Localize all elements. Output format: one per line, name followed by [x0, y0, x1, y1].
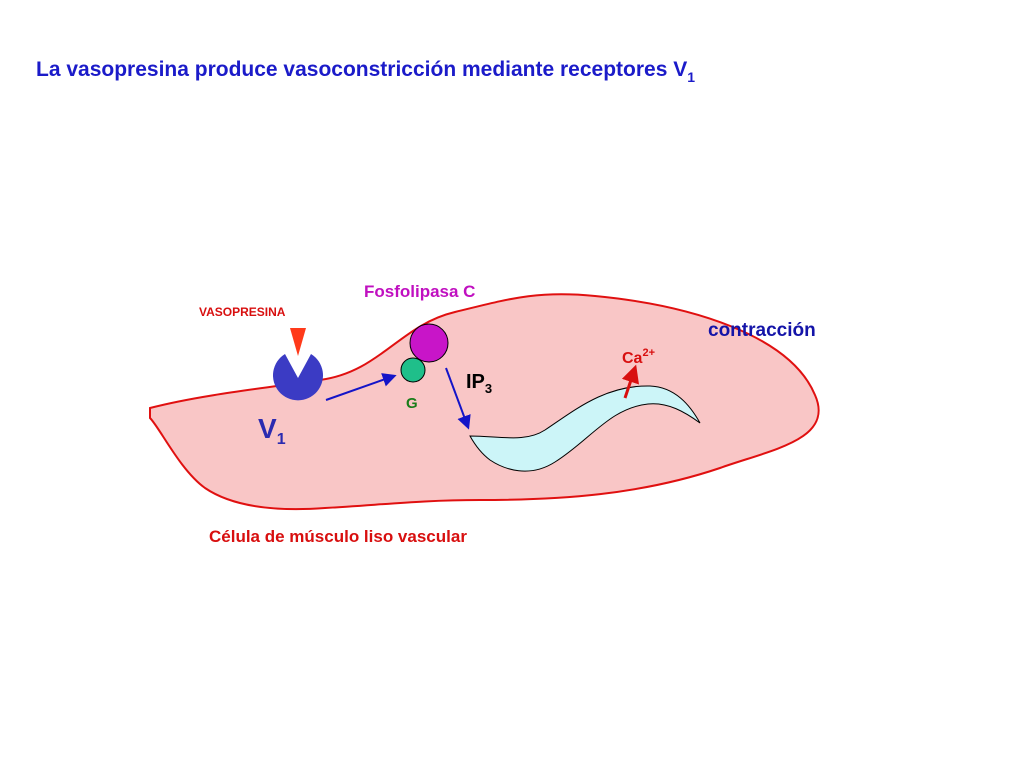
slide-title: La vasopresina produce vasoconstricción … — [36, 58, 695, 85]
g-protein-circle — [400, 357, 426, 383]
calcium-label: Ca2+ — [622, 347, 655, 367]
sarcoplasmic-reticulum — [469, 385, 701, 472]
vasopresina-triangle — [290, 328, 306, 356]
calcium-release-arrow — [621, 364, 639, 399]
g-protein-label: G — [406, 395, 418, 412]
ip3-label: IP3 — [466, 371, 492, 396]
v1-receptor-subscript: 1 — [277, 431, 286, 448]
title-text: La vasopresina produce vasoconstricción … — [36, 58, 687, 81]
v1-receptor-letter: V — [258, 413, 277, 444]
vasopresina-label: VASOPRESINA — [199, 305, 286, 319]
title-subscript: 1 — [687, 69, 695, 85]
smooth-muscle-cell — [149, 293, 820, 511]
calcium-superscript: 2+ — [642, 347, 655, 359]
calcium-letters: Ca — [622, 350, 643, 367]
ip3-letters: IP — [466, 371, 485, 393]
fosfolipasa-c-label: Fosfolipasa C — [364, 282, 475, 301]
ip3-to-reticulum-arrow — [445, 367, 471, 430]
receptor-to-g-arrow — [325, 373, 397, 401]
v1-receptor-label: V1 — [258, 413, 286, 448]
v1-receptor-shape — [273, 354, 324, 401]
ip3-subscript: 3 — [485, 381, 492, 396]
cell-label: Célula de músculo liso vascular — [209, 527, 467, 546]
contraction-label: contracción — [708, 320, 816, 341]
fosfolipasa-c-circle — [409, 323, 449, 363]
